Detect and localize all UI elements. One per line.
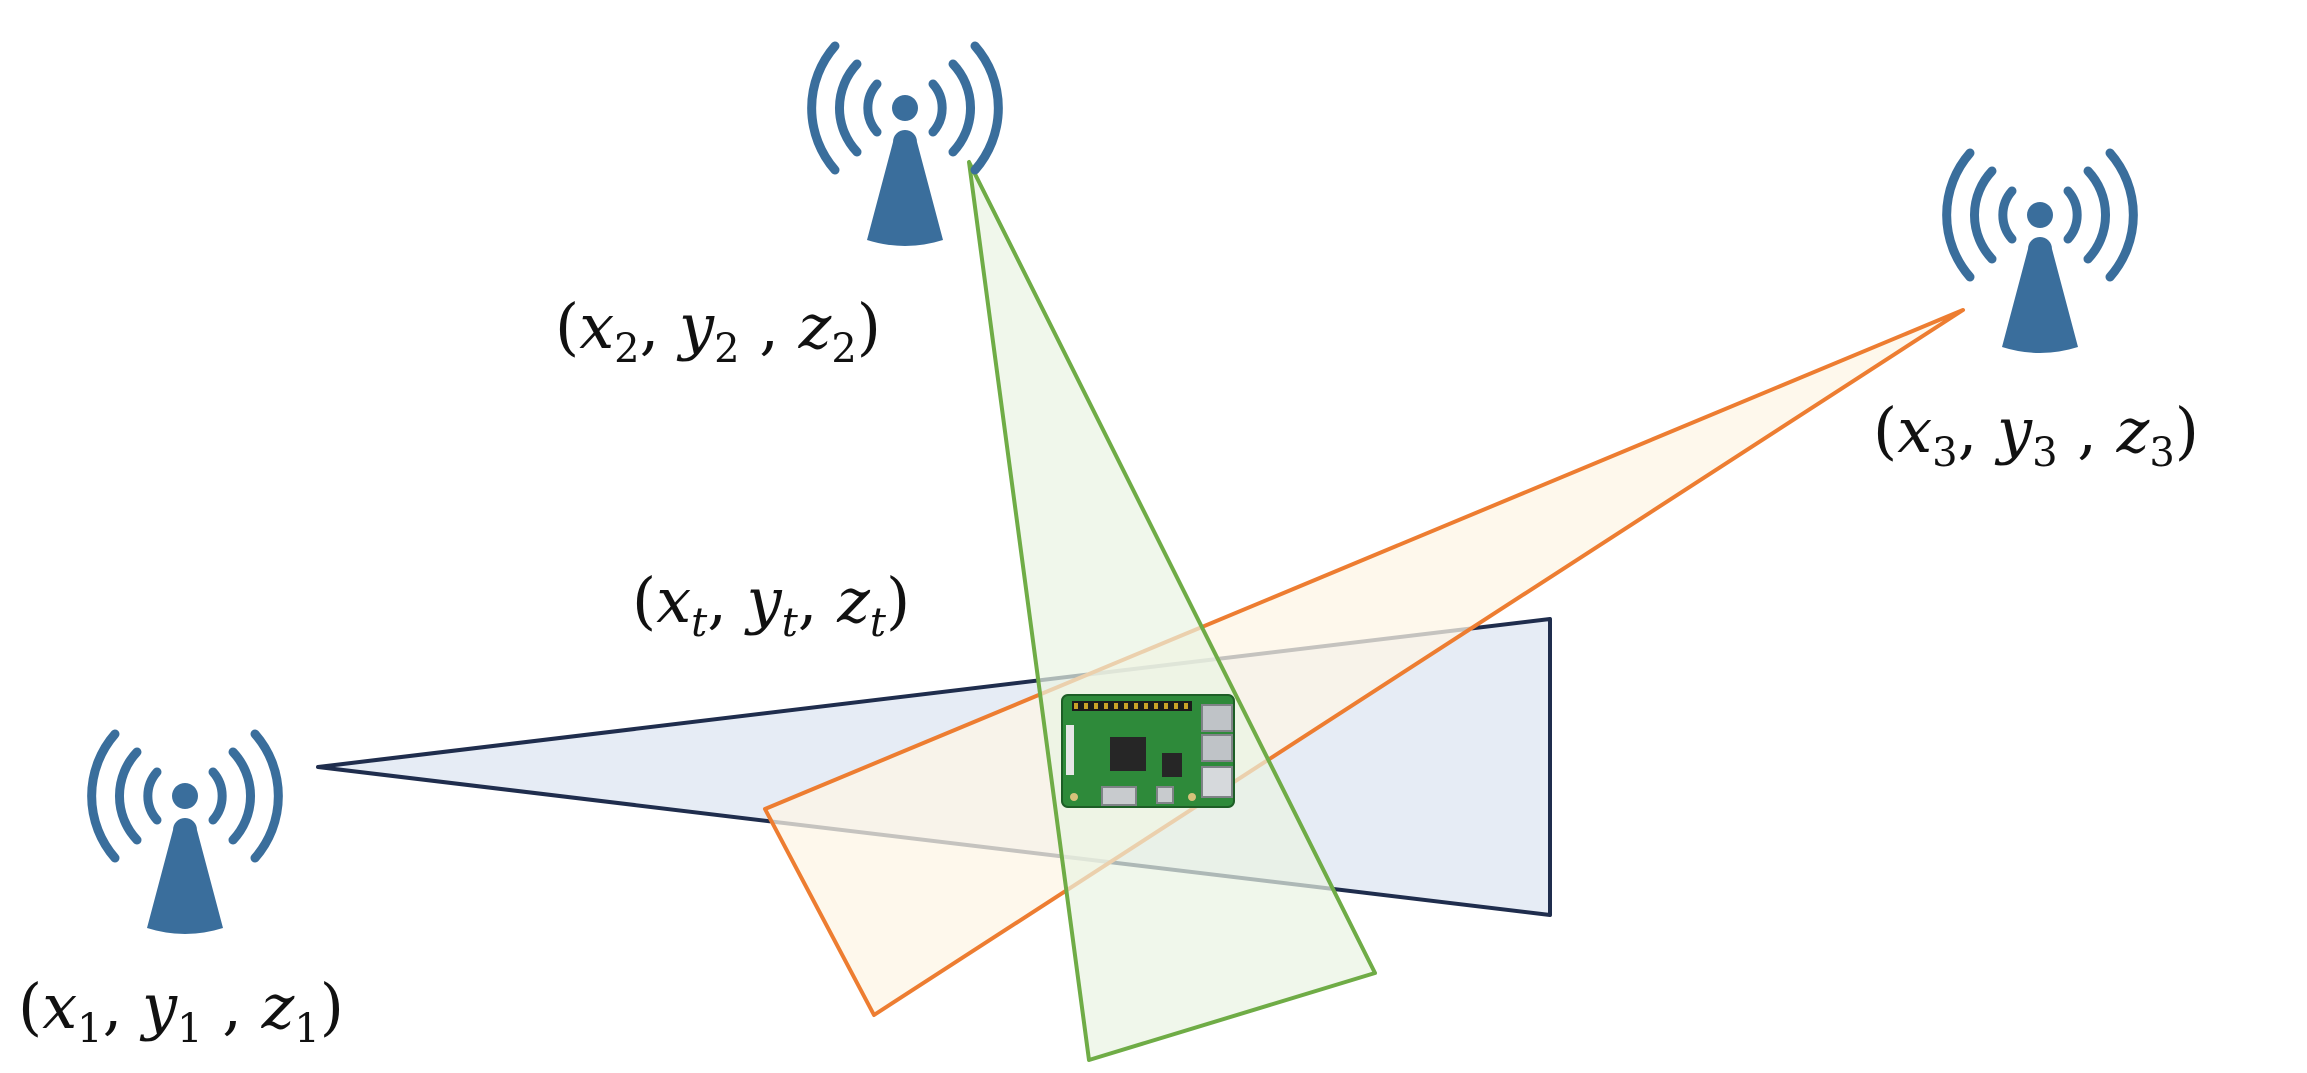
raspberry-pi-board-icon [1061,694,1235,808]
anchor-2-coordinate-label: (x2, y2 , z2) [555,290,881,372]
signal-cone-anchor-3 [763,308,1965,1017]
signal-cone-anchor-2 [967,160,1377,1062]
anchor-1-coordinate-label: (x1, y1 , z1) [18,970,344,1052]
target-coordinate-label: (xt, yt, zt) [632,564,910,646]
wireless-tower-icon [92,734,279,934]
anchor-3-coordinate-label: (x3, y3 , z3) [1873,394,2199,476]
wireless-tower-icon [812,46,999,246]
wireless-tower-icon [1947,153,2134,353]
